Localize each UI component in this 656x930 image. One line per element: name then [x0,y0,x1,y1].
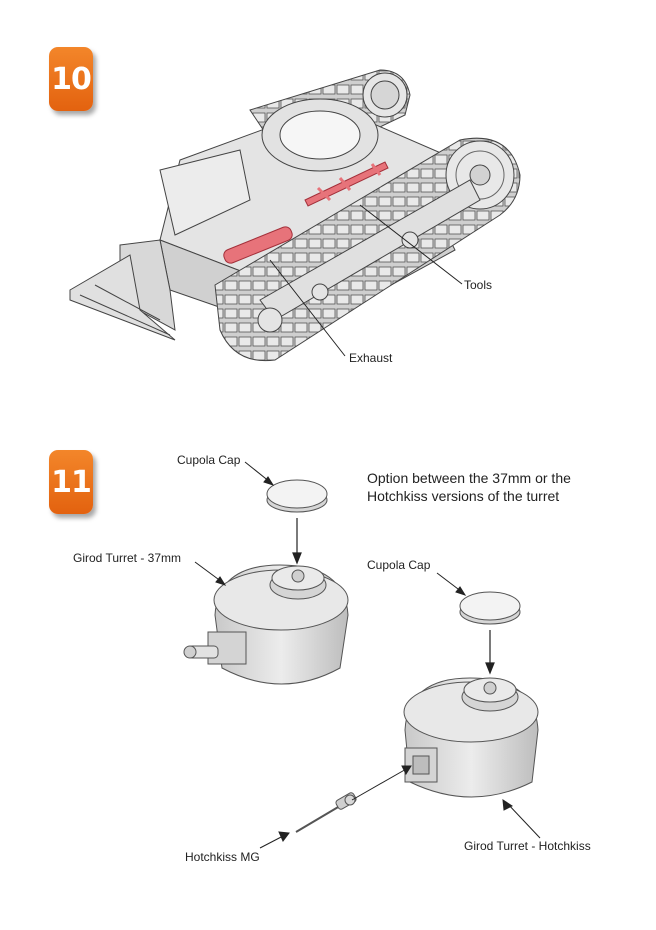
highlighted-parts [223,161,389,264]
hotchkiss-mg-part [295,792,357,833]
girod-turret-37mm-label: Girod Turret - 37mm [73,551,182,565]
girod-turret-hotchkiss [403,677,539,798]
step-11-leaders [194,461,541,849]
option-note-line-2: Hotchkiss versions of the turret [367,488,560,504]
girod-turret-hotchkiss-label: Girod Turret - Hotchkiss [464,839,591,853]
step-10-badge: 10 [49,47,93,111]
cupola-cap-label-2: Cupola Cap [367,558,431,572]
tools-label: Tools [464,278,493,292]
exhaust-leader [269,259,346,357]
placement-arrows [292,518,495,675]
cupola-cap-1 [266,479,328,513]
hotchkiss-mg-label: Hotchkiss MG [185,850,260,864]
cupola-cap-2 [459,591,521,625]
tools-leader [359,204,463,285]
option-note-line-1: Option between the 37mm or the [367,470,571,486]
girod-turret-37mm [183,564,349,685]
tank-hull [69,69,521,362]
step-10-number: 10 [51,61,92,97]
step-11-badge: 11 [49,450,93,514]
exhaust-label: Exhaust [349,351,393,365]
step-11-number: 11 [51,464,92,500]
cupola-cap-label-1: Cupola Cap [177,453,241,467]
option-note: Option between the 37mm or the Hotchkiss… [367,469,571,505]
exhaust-part [223,226,293,264]
